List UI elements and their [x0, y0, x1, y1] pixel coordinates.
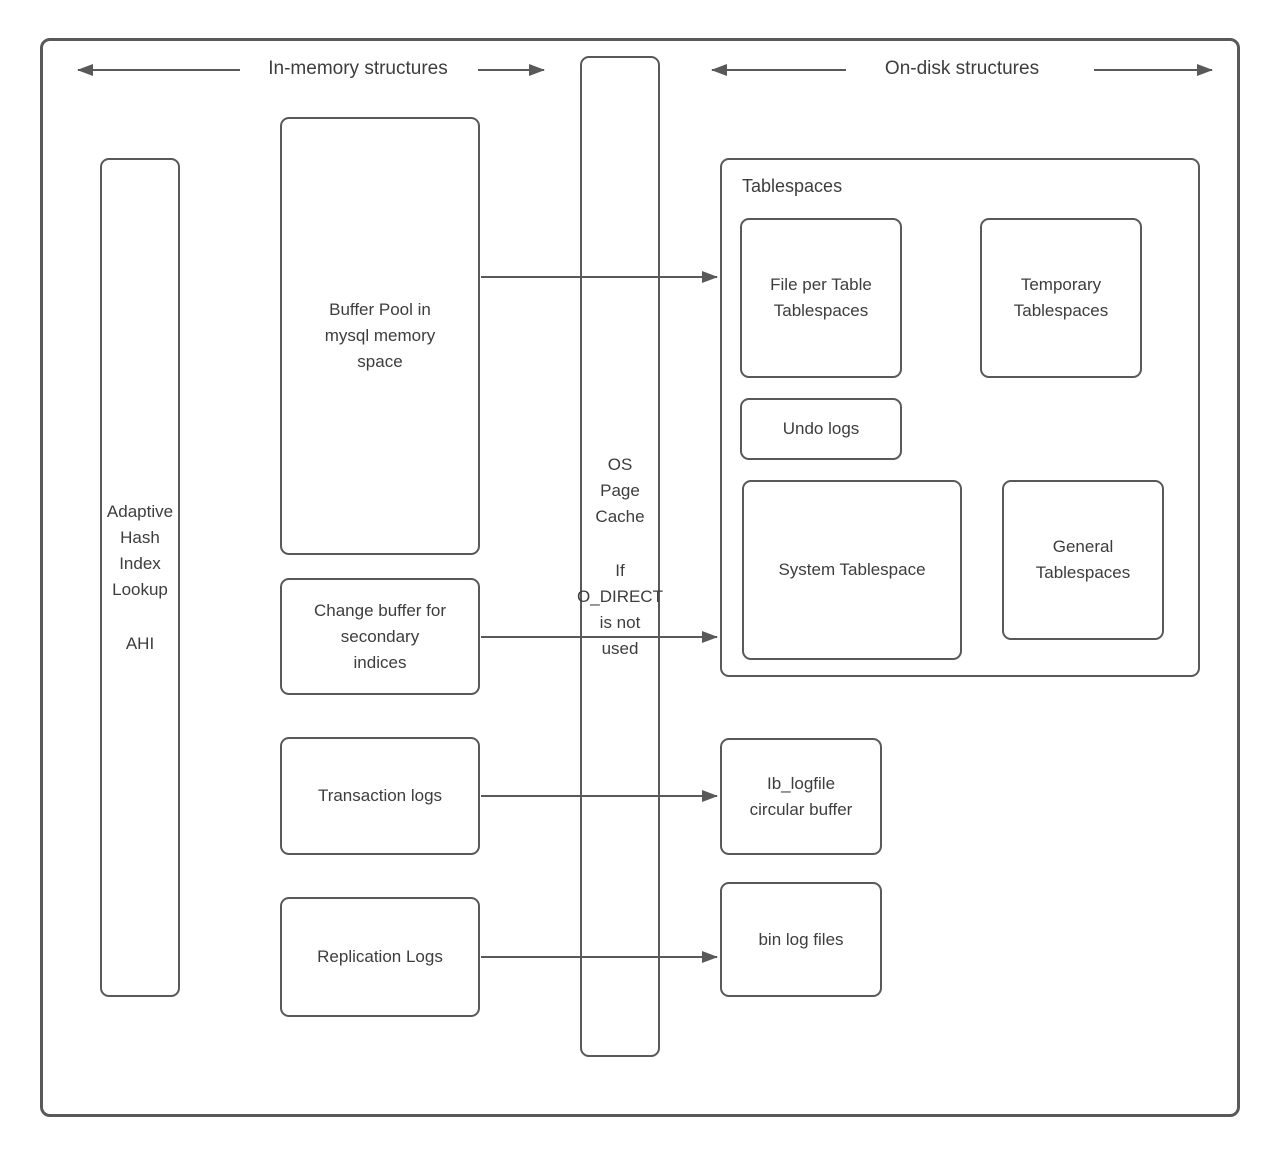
ahi-abbr-label: AHI — [125, 633, 155, 653]
change-buffer-box: Change buffer for secondary indices — [280, 578, 480, 695]
tablespaces-title: Tablespaces — [742, 176, 843, 196]
temporary-tablespaces-box: Temporary Tablespaces — [980, 218, 1142, 378]
adaptive-hash-index-box: Adaptive Hash Index Lookup AHI — [100, 158, 180, 997]
system-tablespace-label: System Tablespace — [778, 560, 926, 579]
undo-logs-box: Undo logs — [740, 398, 902, 460]
transaction-logs-label: Transaction logs — [317, 786, 443, 805]
bin-log-files-label: bin log files — [758, 929, 844, 949]
adaptive-hash-index-label: Adaptive Hash Index Lookup — [106, 501, 174, 599]
general-tablespaces-label: General Tablespaces — [1035, 537, 1131, 582]
temporary-tablespaces-label: Temporary Tablespaces — [1013, 275, 1109, 320]
ib-logfile-box: Ib_logfile circular buffer — [720, 738, 882, 855]
general-tablespaces-box: General Tablespaces — [1002, 480, 1164, 640]
replication-logs-box: Replication Logs — [280, 897, 480, 1017]
file-per-table-tablespaces-box: File per Table Tablespaces — [740, 218, 902, 378]
os-page-cache-label: OS Page Cache — [595, 454, 645, 526]
system-tablespace-box: System Tablespace — [742, 480, 962, 660]
diagram-frame — [40, 38, 1240, 1117]
on-disk-structures-label: On-disk structures — [884, 58, 1040, 79]
in-memory-structures-label: In-memory structures — [268, 58, 448, 79]
replication-logs-label: Replication Logs — [317, 947, 443, 966]
file-per-table-tablespaces-label: File per Table Tablespaces — [770, 275, 872, 320]
change-buffer-label: Change buffer for secondary indices — [314, 600, 446, 672]
buffer-pool-box: Buffer Pool in mysql memory space — [280, 117, 480, 555]
ib-logfile-label: Ib_logfile circular buffer — [749, 773, 853, 819]
undo-logs-label: Undo logs — [782, 419, 860, 438]
o-direct-condition-label: If O_DIRECT is not used — [577, 560, 663, 658]
os-page-cache-box: OS Page Cache If O_DIRECT is not used — [577, 56, 663, 1057]
transaction-logs-box: Transaction logs — [280, 737, 480, 855]
bin-log-files-box: bin log files — [720, 882, 882, 997]
buffer-pool-label: Buffer Pool in mysql memory space — [324, 300, 436, 371]
tablespaces-container: Tablespaces File per Table Tablespaces T… — [720, 158, 1200, 677]
